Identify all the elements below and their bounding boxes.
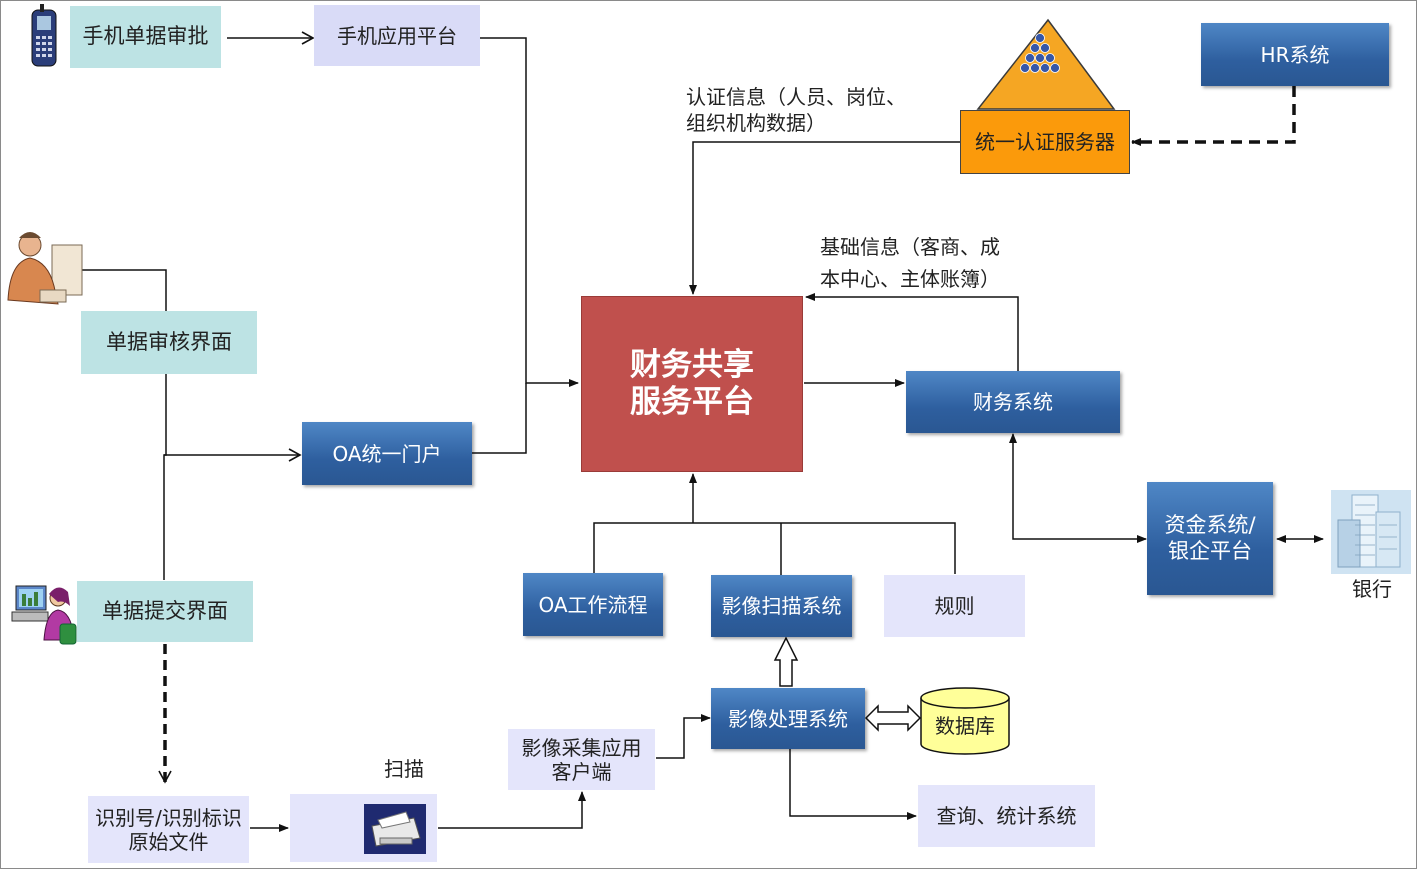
link-treasury-finance: [1009, 433, 1147, 543]
link-scanner-to-client: [438, 791, 586, 829]
query-stats-box: 查询、统计系统: [918, 785, 1095, 847]
hr-system-box: HR系统: [1201, 23, 1389, 86]
reviewer-person-icon: [7, 232, 83, 305]
image-scan-system-box: 影像扫描系统: [711, 575, 852, 637]
mobile-platform-label: 手机应用平台: [337, 23, 457, 48]
auth-server-box: 统一认证服务器: [960, 110, 1130, 174]
database-label: 数据库: [935, 714, 995, 738]
base-info-line2: 本中心、主体账簿）: [820, 267, 1000, 291]
database-cylinder-icon: [920, 687, 1010, 755]
image-processing-label: 影像处理系统: [728, 706, 848, 731]
link-client-to-processing: [656, 714, 711, 759]
link-processing-to-query: [789, 749, 917, 820]
treasury-line1: 资金系统/: [1164, 513, 1256, 538]
base-info-line1: 基础信息（客商、成: [820, 235, 1000, 259]
link-finance-to-core: [805, 293, 1019, 371]
scan-label: 扫描: [384, 757, 424, 781]
pyramid-icon: [976, 18, 1116, 110]
id-doc-box: 识别号/识别标识 原始文件: [88, 796, 249, 863]
oa-workflow-box: OA工作流程: [523, 573, 663, 636]
link-platform-to-core: [480, 37, 579, 387]
hollow-arrow-processing-database: [864, 704, 922, 732]
capture-client-line1: 影像采集应用: [521, 735, 642, 760]
mobile-approval-box: 手机单据审批: [70, 6, 221, 68]
link-review-ui-down: [163, 374, 167, 580]
hollow-arrow-processing-to-scan: [773, 636, 799, 687]
image-processing-box: 影像处理系统: [711, 688, 865, 749]
link-auth-to-core: [689, 141, 960, 295]
core-platform-line1: 财务共享: [630, 346, 754, 383]
oa-workflow-label: OA工作流程: [538, 592, 648, 617]
mobile-approval-label: 手机单据审批: [82, 24, 209, 49]
rules-label: 规则: [934, 594, 975, 618]
submit-ui-box: 单据提交界面: [77, 581, 253, 642]
mobile-platform-box: 手机应用平台: [314, 5, 480, 66]
oa-portal-label: OA统一门户: [332, 441, 442, 466]
link-bus: [593, 522, 956, 574]
id-doc-line1: 识别号/识别标识: [95, 805, 242, 830]
database-label-box: 数据库: [921, 706, 1009, 746]
auth-info-line2: 组织机构数据）: [686, 111, 826, 135]
finance-system-box: 财务系统: [906, 371, 1120, 433]
base-info-annotation: 基础信息（客商、成 本中心、主体账簿）: [820, 231, 1000, 295]
treasury-box: 资金系统/ 银企平台: [1147, 482, 1273, 595]
rules-box: 规则: [884, 575, 1025, 637]
link-reviewer-to-review-ui: [82, 269, 167, 311]
submit-ui-label: 单据提交界面: [102, 598, 228, 623]
scanner-icon: [364, 804, 426, 854]
mobile-phone-icon: [31, 4, 57, 67]
auth-server-label: 统一认证服务器: [975, 130, 1115, 154]
submitter-person-icon: [11, 585, 77, 645]
core-platform-box: 财务共享 服务平台: [581, 296, 803, 472]
finance-system-label: 财务系统: [973, 390, 1053, 414]
auth-info-line1: 认证信息（人员、岗位、: [686, 85, 906, 109]
oa-portal-box: OA统一门户: [302, 422, 472, 485]
bank-building-icon: [1331, 490, 1411, 574]
treasury-line2: 银企平台: [1168, 538, 1252, 563]
capture-client-line2: 客户端: [551, 759, 612, 784]
link-portal-to-core: [472, 383, 527, 454]
core-platform-line2: 服务平台: [630, 384, 754, 420]
bank-label: 银行: [1352, 577, 1392, 601]
review-ui-label: 单据审核界面: [106, 329, 232, 354]
image-scan-system-label: 影像扫描系统: [721, 594, 842, 618]
review-ui-box: 单据审核界面: [81, 311, 257, 374]
id-doc-line2: 原始文件: [128, 829, 209, 854]
capture-client-box: 影像采集应用 客户端: [508, 729, 655, 790]
hr-system-label: HR系统: [1260, 42, 1330, 67]
link-hr-to-auth: [1131, 86, 1296, 146]
auth-info-annotation: 认证信息（人员、岗位、 组织机构数据）: [686, 84, 906, 136]
query-stats-label: 查询、统计系统: [936, 804, 1077, 828]
